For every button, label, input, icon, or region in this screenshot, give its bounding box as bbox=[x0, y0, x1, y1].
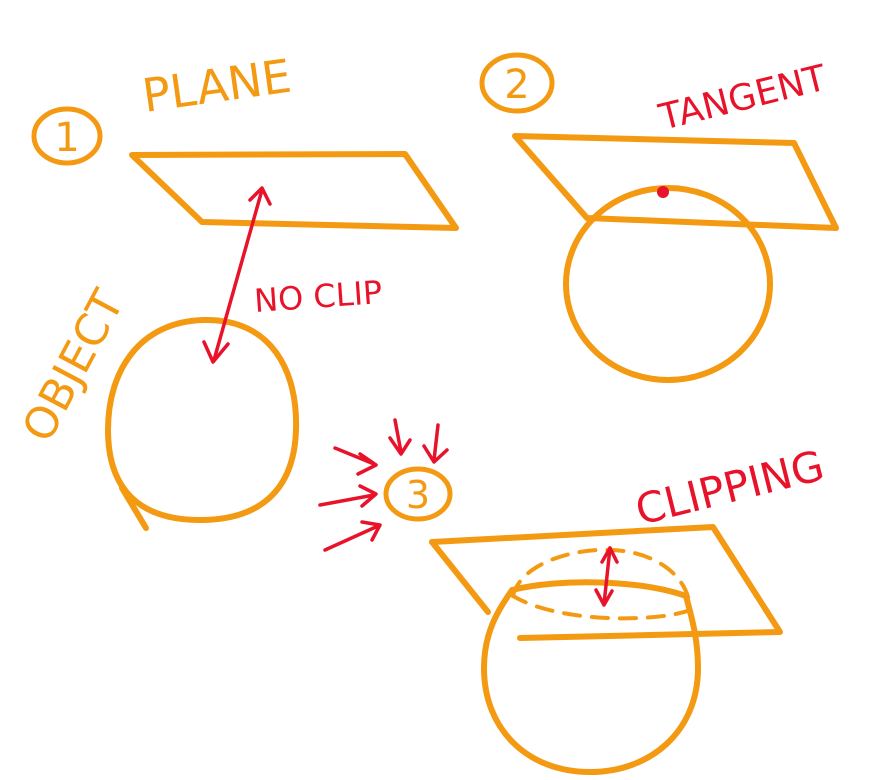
plane-3 bbox=[429, 524, 783, 641]
step-3-number: 3 bbox=[406, 473, 430, 517]
step-2-number: 2 bbox=[504, 62, 529, 108]
object-circle-2 bbox=[563, 185, 773, 383]
object-circle-3 bbox=[481, 579, 701, 775]
object-circle-1 bbox=[105, 316, 300, 531]
clipping-label: CLIPPING bbox=[631, 441, 829, 535]
clipping-depth-arrow bbox=[594, 546, 619, 607]
step-2-badge: 2 bbox=[479, 52, 555, 114]
no-clip-label: NO CLIP bbox=[253, 273, 384, 320]
panel-1: 1 PLANE OBJECT NO CLIP bbox=[13, 49, 459, 531]
step-3-badge: 3 bbox=[383, 466, 453, 522]
plane-label: PLANE bbox=[139, 49, 294, 123]
panel-2: 2 TANGENT bbox=[479, 52, 839, 383]
plane-1 bbox=[129, 151, 459, 231]
attention-arrows bbox=[318, 418, 449, 552]
tangent-point bbox=[657, 186, 669, 198]
plane-3-left-edge bbox=[429, 539, 491, 615]
no-clip-arrow bbox=[202, 186, 272, 364]
object-label: OBJECT bbox=[13, 282, 135, 450]
clipped-section-outline bbox=[511, 547, 693, 621]
step-1-number: 1 bbox=[54, 115, 79, 161]
plane-2 bbox=[512, 133, 839, 231]
tangent-label: TANGENT bbox=[654, 58, 831, 139]
panel-3: 3 CLIPPING bbox=[318, 418, 829, 775]
step-1-badge: 1 bbox=[31, 106, 103, 166]
